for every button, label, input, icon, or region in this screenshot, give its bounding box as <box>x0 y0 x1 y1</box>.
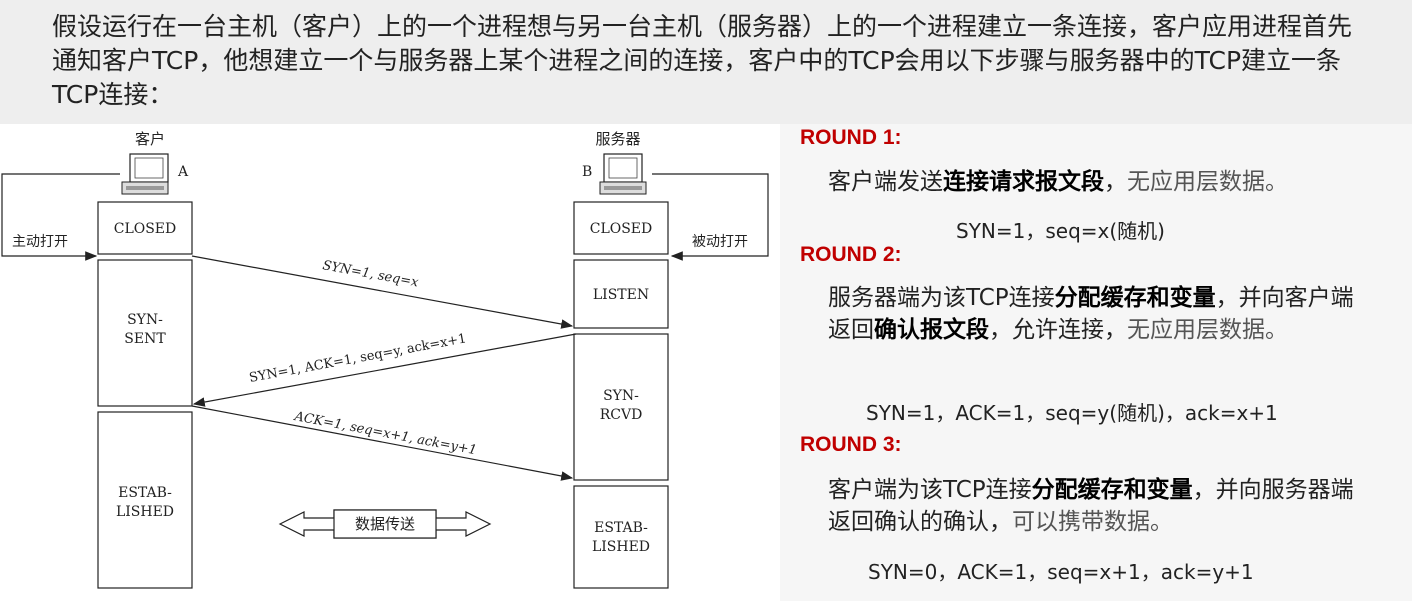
server-state-established: ESTAB- LISHED <box>573 485 669 589</box>
client-host-label: A <box>177 164 189 180</box>
msg1-label: SYN=1, seq=x <box>321 258 420 290</box>
data-transfer-double-arrow <box>278 509 492 539</box>
passive-open-label: 被动打开 <box>692 233 748 250</box>
round1-formula: SYN=1，seq=x(随机) <box>956 219 1165 243</box>
msg3-label: ACK=1, seq=x+1, ack=y+1 <box>292 409 478 458</box>
round1-description: 客户端发送连接请求报文段，无应用层数据。 <box>828 169 1288 195</box>
round3-title: ROUND 3: <box>800 433 902 456</box>
server-host-label: B <box>582 164 592 180</box>
svg-text:SENT: SENT <box>124 331 166 347</box>
svg-text:ESTAB-: ESTAB- <box>118 485 172 501</box>
msg2-arrow <box>192 333 577 407</box>
round2-title: ROUND 2: <box>800 243 902 266</box>
svg-text:LISHED: LISHED <box>116 504 174 520</box>
round1-title: ROUND 1: <box>800 126 902 149</box>
round3-formula: SYN=0，ACK=1，seq=x+1，ack=y+1 <box>868 560 1254 584</box>
rounds-panel: ROUND 1: 客户端发送连接请求报文段，无应用层数据。 SYN=1，seq=… <box>780 124 1412 601</box>
client-state-closed: CLOSED <box>97 201 193 255</box>
passive-open-line <box>652 173 769 261</box>
svg-text:SYN-: SYN- <box>603 388 639 404</box>
msg2-label: SYN=1, ACK=1, seq=y, ack=x+1 <box>248 331 468 386</box>
round3-description: 客户端为该TCP连接分配缓存和变量，并向服务器端返回确认的确认，可以携带数据。 <box>828 477 1354 535</box>
data-transfer-label: 数据传送 <box>355 515 415 533</box>
server-state-syn-rcvd: SYN- RCVD <box>573 333 669 481</box>
server-state-closed: CLOSED <box>573 201 669 255</box>
client-computer-icon <box>121 153 169 195</box>
msg1-arrow <box>191 255 574 329</box>
svg-text:RCVD: RCVD <box>600 407 643 423</box>
msg3-arrow <box>191 405 574 481</box>
client-label: 客户 <box>135 130 165 148</box>
svg-text:LISTEN: LISTEN <box>593 287 649 303</box>
server-label: 服务器 <box>595 130 640 148</box>
client-state-established: ESTAB- LISHED <box>97 411 193 589</box>
svg-text:CLOSED: CLOSED <box>590 221 653 237</box>
svg-text:ESTAB-: ESTAB- <box>594 520 648 536</box>
round2-formula: SYN=1，ACK=1，seq=y(随机)，ack=x+1 <box>866 401 1278 425</box>
client-state-syn-sent: SYN- SENT <box>97 259 193 407</box>
server-state-listen: LISTEN <box>573 259 669 329</box>
svg-text:CLOSED: CLOSED <box>114 221 177 237</box>
server-computer-icon <box>599 153 647 195</box>
active-open-line <box>1 173 120 261</box>
svg-text:SYN-: SYN- <box>127 312 163 328</box>
svg-text:LISHED: LISHED <box>592 539 650 555</box>
tcp-handshake-diagram: 客户 服务器 A B 主动打开 被动打开 CLOSED SYN- SENT ES… <box>1 130 769 589</box>
active-open-label: 主动打开 <box>12 233 68 250</box>
intro-paragraph: 假设运行在一台主机（客户）上的一个进程想与另一台主机（服务器）上的一个进程建立一… <box>52 12 1353 109</box>
intro-band: 假设运行在一台主机（客户）上的一个进程想与另一台主机（服务器）上的一个进程建立一… <box>0 0 1412 124</box>
round2-description: 服务器端为该TCP连接分配缓存和变量，并向客户端返回确认报文段，允许连接，无应用… <box>828 285 1354 343</box>
